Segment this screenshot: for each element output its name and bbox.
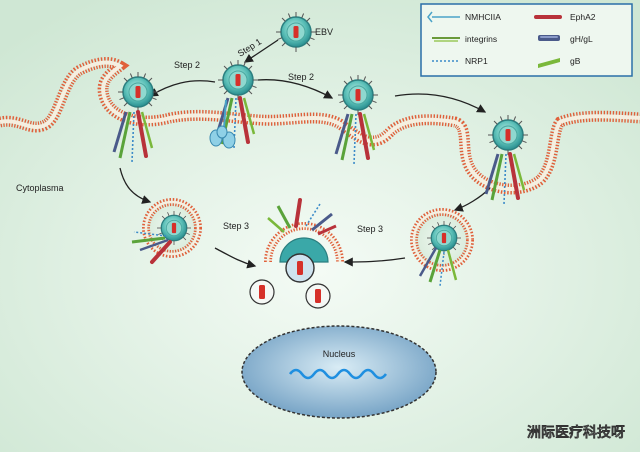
legend-nmhciia: NMHCIIA bbox=[465, 12, 501, 22]
nucleus: Nucleus bbox=[241, 325, 437, 419]
step2-right-label: Step 2 bbox=[288, 72, 314, 82]
vesicle-right bbox=[410, 208, 474, 287]
gb-icon bbox=[538, 58, 560, 68]
step2-left-label: Step 2 bbox=[174, 60, 200, 70]
legend-gb: gB bbox=[570, 56, 581, 66]
arrow-step3-right bbox=[343, 257, 406, 267]
legend-integrins: integrins bbox=[465, 34, 497, 44]
step3-left-label: Step 3 bbox=[223, 221, 249, 231]
arrow-step1 bbox=[243, 39, 279, 63]
arrow-step3-left bbox=[214, 247, 257, 269]
step3-right-label: Step 3 bbox=[357, 224, 383, 234]
pathway-arrows bbox=[119, 39, 491, 269]
membrane-fusion-site bbox=[264, 198, 344, 283]
released-capsid-right bbox=[305, 283, 331, 309]
ebv-virion-left-pit bbox=[117, 71, 159, 113]
ebv-virion-endocytic bbox=[487, 114, 529, 156]
arrow-step2-left bbox=[148, 80, 216, 97]
legend-nrp1: NRP1 bbox=[465, 56, 488, 66]
nucleus-label: Nucleus bbox=[323, 349, 356, 359]
released-capsid-left bbox=[249, 279, 275, 305]
arrow-to-left-vesicle bbox=[119, 167, 152, 204]
nmhciia-receptor bbox=[209, 99, 236, 149]
arrow-step2-right bbox=[257, 79, 334, 99]
ebv-virion-right bbox=[337, 74, 379, 116]
ebv-virion-free bbox=[275, 11, 317, 53]
ebv-label: EBV bbox=[315, 27, 333, 37]
arrow-to-endocytosis bbox=[394, 93, 487, 113]
nmhciia-icon bbox=[427, 11, 460, 23]
ghgl-icon bbox=[538, 35, 560, 41]
integrin-icon bbox=[432, 37, 460, 42]
cytoplasma-label: Cytoplasma bbox=[16, 183, 64, 193]
legend: NMHCIIA integrins NRP1 EphA2 gH/gL gB bbox=[420, 3, 633, 77]
legend-epha2: EphA2 bbox=[570, 12, 596, 22]
plasma-membrane bbox=[0, 57, 640, 195]
watermark: 洲际医疗科技呀 bbox=[527, 424, 625, 441]
legend-ghgl: gH/gL bbox=[570, 34, 593, 44]
viral-dna bbox=[288, 368, 388, 380]
ebv-virion-attached bbox=[217, 59, 259, 101]
vesicle-left bbox=[131, 198, 202, 264]
